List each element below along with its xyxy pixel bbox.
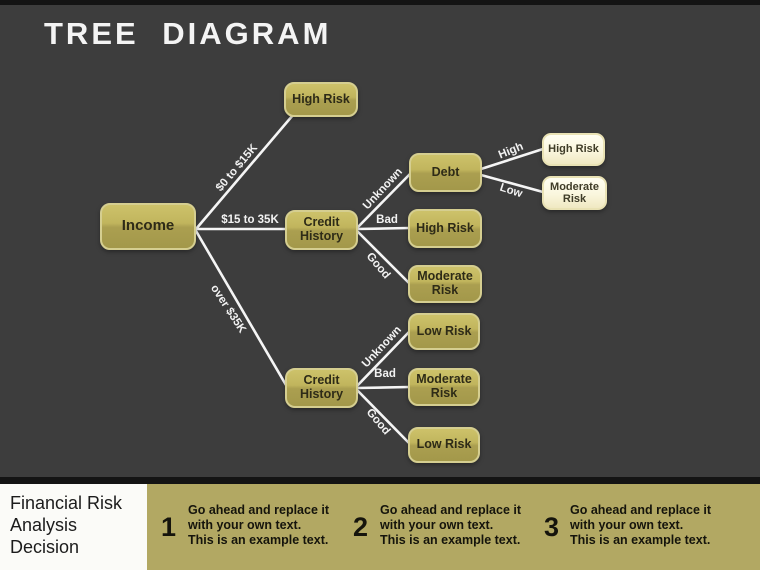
step-2-number: 2 bbox=[353, 512, 369, 542]
node-credit-history-2: Credit History bbox=[285, 368, 358, 408]
edge-label-bad-2: Bad bbox=[374, 368, 396, 380]
footer-heading-panel: Financial Risk Analysis Decision bbox=[0, 484, 147, 570]
node-high-risk-top: High Risk bbox=[284, 82, 358, 117]
footer-steps-bar: 1 Go ahead and replace it with your own … bbox=[147, 484, 760, 570]
step-3-number: 3 bbox=[544, 512, 560, 542]
node-credit-history-1: Credit History bbox=[285, 210, 358, 250]
step-2-text: Go ahead and replace it with your own te… bbox=[380, 503, 522, 547]
edge-label-bad-1: Bad bbox=[376, 214, 398, 226]
step-1-text: Go ahead and replace it with your own te… bbox=[188, 503, 330, 547]
slide-title: TREE DIAGRAM bbox=[44, 16, 332, 51]
node-moderate-risk-3: Moderate Risk bbox=[408, 368, 480, 406]
node-high-risk-3: High Risk bbox=[542, 133, 605, 166]
node-low-risk-1: Low Risk bbox=[408, 313, 480, 350]
step-3-text: Go ahead and replace it with your own te… bbox=[570, 503, 712, 547]
node-high-risk-2: High Risk bbox=[408, 209, 482, 248]
node-moderate-risk-2: Moderate Risk bbox=[542, 176, 607, 210]
top-border-strip bbox=[0, 0, 760, 5]
node-moderate-risk-1: Moderate Risk bbox=[408, 265, 482, 303]
footer-divider bbox=[0, 477, 760, 484]
footer-heading: Financial Risk Analysis Decision bbox=[10, 493, 123, 557]
node-low-risk-2: Low Risk bbox=[408, 427, 480, 463]
step-1-number: 1 bbox=[161, 512, 177, 542]
edge-label-15-35k: $15 to 35K bbox=[221, 214, 279, 226]
node-income: Income bbox=[100, 203, 196, 250]
node-debt: Debt bbox=[409, 153, 482, 192]
